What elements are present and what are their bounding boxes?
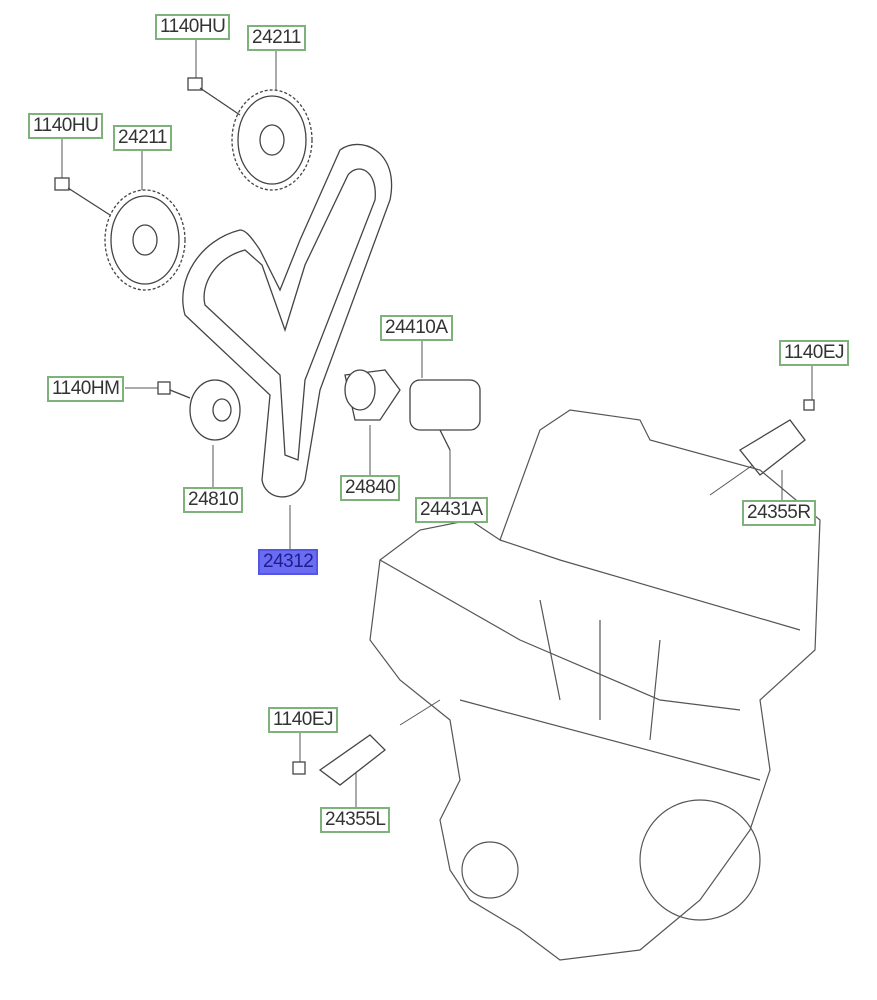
part-label-1140hu-left[interactable]: 1140HU	[28, 113, 104, 139]
part-label-24431a[interactable]: 24431A	[415, 497, 488, 523]
part-label-24312-selected[interactable]: 24312	[258, 549, 319, 575]
part-label-24211-top[interactable]: 24211	[247, 25, 306, 51]
part-label-24810[interactable]: 24810	[183, 487, 244, 513]
part-label-1140hu-top[interactable]: 1140HU	[155, 14, 231, 40]
part-label-24355r[interactable]: 24355R	[742, 500, 816, 526]
part-label-24840[interactable]: 24840	[340, 475, 401, 501]
engine-block-drawing	[369, 409, 821, 961]
part-label-24211-left[interactable]: 24211	[113, 125, 172, 151]
part-label-24355l[interactable]: 24355L	[320, 807, 391, 833]
part-label-1140hm[interactable]: 1140HM	[47, 376, 125, 402]
part-label-1140ej-right[interactable]: 1140EJ	[779, 340, 850, 366]
part-label-24410a[interactable]: 24410A	[380, 315, 453, 341]
timing-belt-drawing	[182, 143, 393, 498]
part-label-1140ej-left[interactable]: 1140EJ	[268, 707, 339, 733]
